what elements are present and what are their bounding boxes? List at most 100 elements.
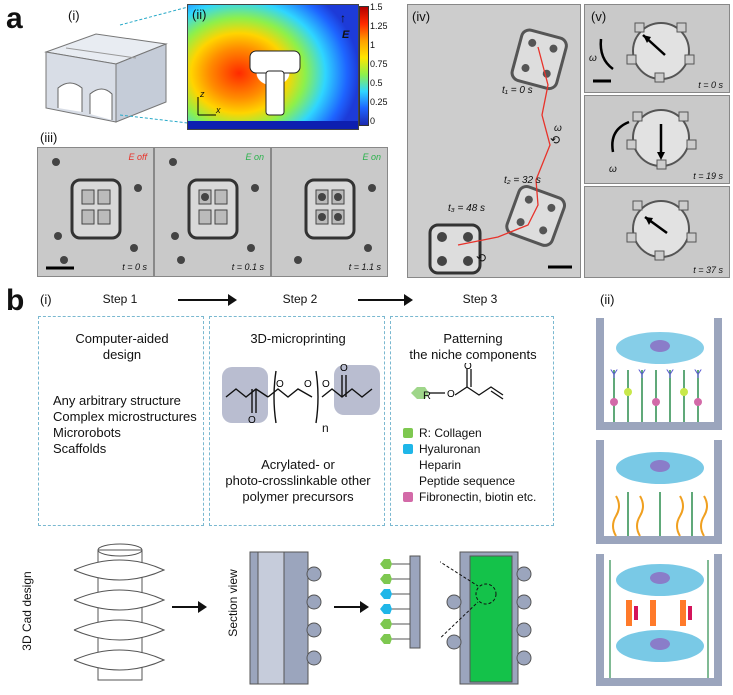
box-2-title: 3D-microprinting [250, 331, 346, 346]
rotation-frame: t = 37 s [584, 186, 730, 278]
legend-item: Peptide sequence [403, 473, 536, 489]
microscopy-frame: E off t = 0 s [37, 147, 154, 277]
panel-a-i-label: (i) [68, 8, 80, 23]
time-label: t = 0 s [122, 262, 147, 272]
rotation-frame: ω t = 19 s [584, 95, 730, 184]
acrylate-structure: O O [411, 363, 504, 400]
step-1-box: Computer-aided design Any arbitrary stru… [38, 316, 204, 526]
svg-text:Y: Y [638, 367, 646, 381]
arrow-icon [358, 299, 410, 301]
step-2-box: 3D-microprinting O O O O O n Acrylated- … [209, 316, 385, 526]
field-arrow-icon: ↑ [340, 11, 346, 25]
colorbar-tick: 0 [370, 116, 376, 126]
time-label-t1: t₁ = 0 s [502, 85, 533, 96]
axis-z-label: z [200, 89, 205, 99]
microrobot-cad-model [44, 33, 168, 123]
section-view-drawing [249, 551, 322, 685]
colorbar-tick: 1.5 [370, 2, 383, 12]
rotation-axis-icon: ⟲ [550, 133, 561, 147]
electric-field-map: (ii) z x ↑ E [187, 4, 359, 130]
arrow-head-icon [404, 294, 413, 306]
helix-scaffold-drawing [73, 543, 166, 681]
pegda-structure: O O O O O [222, 363, 380, 426]
colorbar-tick: 1 [370, 40, 376, 50]
step-3-label: Step 3 [462, 292, 498, 306]
legend-item: Fibronectin, biotin etc. [403, 489, 536, 505]
omega-label: ω [554, 123, 562, 134]
functionalized-surface-drawing [380, 555, 421, 649]
list-item: Any arbitrary structure [53, 393, 181, 408]
section-view-label: Section view [226, 569, 240, 637]
panel-a-iii-label: (iii) [40, 130, 58, 145]
colorbar-tick: 0.75 [370, 59, 388, 69]
svg-text:O: O [276, 379, 284, 390]
arrow-icon [172, 606, 200, 608]
time-label-t2: t₂ = 32 s [504, 175, 541, 186]
time-label: t = 0.1 s [231, 262, 264, 272]
zoom-lines [119, 6, 189, 124]
list-item: Microrobots [53, 425, 121, 440]
svg-text:O: O [248, 415, 256, 426]
list-item: Scaffolds [53, 441, 107, 456]
legend-item: R: Collagen [403, 425, 536, 441]
time-label-t3: t₃ = 48 s [448, 203, 486, 214]
legend-item: Hyaluronan [403, 441, 536, 457]
rotation-frame: (v) ω t = 0 s [584, 4, 730, 93]
e-state-label: E on [362, 152, 381, 162]
list-item: Complex microstructures [53, 409, 197, 424]
arrow-head-icon [360, 601, 369, 613]
panel-b-i-label: (i) [40, 292, 52, 307]
legend-text: R: Collagen [419, 426, 482, 440]
svg-text:O: O [304, 379, 312, 390]
box-1-title: Computer-aided design [75, 331, 169, 362]
box-2-caption: Acrylated- or photo-crosslinkable other … [225, 457, 371, 504]
colorbar-tick: 1.25 [370, 21, 388, 31]
colorbar-tick: 0.25 [370, 97, 388, 107]
axis-x-label: x [216, 105, 221, 115]
colorbar [359, 6, 369, 126]
svg-text:O: O [447, 389, 455, 400]
svg-text:Y: Y [666, 367, 674, 381]
omega-label: ω [589, 53, 597, 64]
svg-text:Y: Y [694, 367, 702, 381]
niche-illustration [590, 550, 728, 690]
step-3-box: Patterning the niche components O O R R:… [390, 316, 554, 526]
legend-text: Heparin [419, 458, 462, 472]
time-label: t = 1.1 s [348, 262, 381, 272]
filled-scaffold-drawing [440, 551, 532, 685]
r-group-label: R [423, 390, 431, 402]
time-label: t = 37 s [693, 265, 723, 275]
arrow-head-icon [228, 294, 237, 306]
e-state-label: E off [128, 152, 147, 162]
component-legend: R: Collagen Hyaluronan Heparin Peptide s… [403, 425, 536, 505]
step-1-label: Step 1 [102, 292, 138, 306]
svg-text:O: O [340, 363, 348, 374]
fibronectin-hexagon-icon [403, 492, 413, 502]
svg-text:O: O [464, 363, 472, 372]
arrow-head-icon [198, 601, 207, 613]
panel-a-letter: a [6, 2, 23, 35]
legend-item: Heparin [403, 457, 536, 473]
cad-design-label: 3D Cad design [20, 571, 34, 651]
niche-illustration [590, 436, 728, 546]
svg-text:Y: Y [610, 367, 618, 381]
rotation-axis-icon: ⟲ [476, 251, 487, 265]
trajectory-frame: (iv) t₁ = 0 s t₂ = 32 s t₃ = 48 s ω ⟲ ⟲ [407, 4, 581, 278]
svg-text:O: O [322, 379, 330, 390]
arrow-icon [334, 606, 362, 608]
omega-label: ω [609, 164, 617, 175]
panel-a-v-label: (v) [591, 9, 607, 24]
arrow-icon [178, 299, 234, 301]
structure-list: Any arbitrary structure Complex microstr… [53, 393, 197, 457]
colorbar-tick: 0.5 [370, 78, 383, 88]
legend-text: Fibronectin, biotin etc. [419, 490, 537, 504]
hyaluronan-hexagon-icon [403, 444, 413, 454]
panel-a-iv-label: (iv) [412, 9, 431, 24]
panel-b-ii-label: (ii) [600, 292, 615, 307]
panel-a-ii-label: (ii) [192, 7, 207, 22]
step-2-label: Step 2 [282, 292, 318, 306]
microscopy-frame: E on t = 1.1 s [271, 147, 388, 277]
panel-b-letter: b [6, 284, 25, 317]
repeat-subscript: n [322, 421, 329, 435]
